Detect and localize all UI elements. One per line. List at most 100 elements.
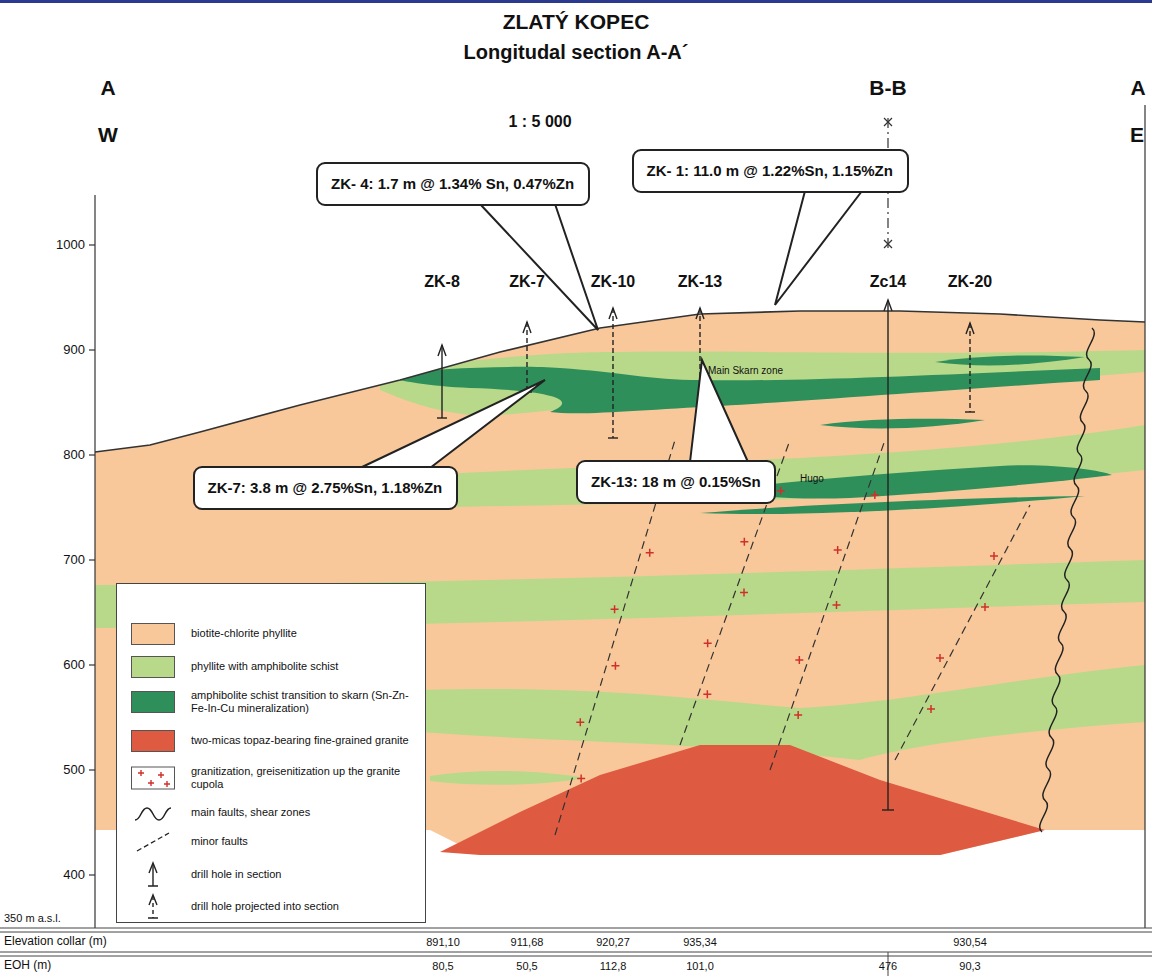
axes [89, 244, 95, 245]
legend-text: granitization, greisenitization up the g… [191, 765, 419, 791]
topography [95, 311, 1145, 452]
minor-faults [555, 440, 1030, 835]
legend-text: drill hole projected into section [191, 900, 419, 913]
table-cell: 101,0 [686, 960, 714, 973]
legend-text: main faults, shear zones [191, 806, 419, 819]
drill-hole-name: Zc14 [870, 273, 906, 291]
table-lines [0, 928, 1152, 929]
drill-holes [437, 417, 447, 418]
table-lines [0, 952, 1152, 953]
drill-hole-name: ZK-13 [678, 273, 722, 291]
granitization-cross [981, 603, 989, 611]
table-cell: 920,27 [596, 936, 630, 949]
section-label: B-B [869, 76, 906, 100]
drill-hole-name: ZK-8 [424, 273, 460, 291]
legend-swatch [131, 691, 175, 713]
axes [89, 349, 95, 350]
section-label: Longitudal section A-A´ [464, 41, 689, 64]
axes [89, 664, 95, 665]
axis-label: 1000 [56, 238, 85, 253]
table-cell: 350 m a.s.l. [4, 912, 61, 925]
axis-label: 500 [63, 763, 85, 778]
granitization-cross [740, 589, 748, 597]
section-label: W [98, 123, 118, 147]
axes [94, 195, 95, 928]
rock-bands [820, 419, 985, 429]
minor-faults [770, 440, 885, 770]
granitization-cross [777, 487, 785, 495]
section-label: Hugo [800, 473, 824, 485]
drill-holes [441, 345, 442, 418]
legend-symbol [131, 860, 175, 890]
legend-swatch [131, 656, 175, 678]
legend-text: biotite-chlorite phyllite [191, 627, 419, 640]
granite-cupola [440, 745, 1045, 855]
callout-text: ZK- 4: 1.7 m @ 1.34% Sn, 0.47%Zn [331, 175, 575, 193]
table-cell: Elevation collar (m) [4, 935, 107, 949]
callout-box: ZK- 4: 1.7 m @ 1.34% Sn, 0.47%Zn [316, 162, 590, 206]
legend-symbol [131, 798, 175, 828]
callout-text: ZK-13: 18 m @ 0.15%Sn [591, 473, 761, 491]
section-line [884, 240, 892, 248]
axis-label: 700 [63, 553, 85, 568]
drill-holes [696, 308, 704, 319]
drill-hole-name: ZK-20 [948, 273, 992, 291]
granitization-cross [577, 775, 585, 783]
legend-swatch [131, 730, 175, 752]
drill-holes [965, 411, 975, 412]
table-cell: 891,10 [426, 936, 460, 949]
legend-symbol [131, 892, 175, 922]
drill-holes [966, 323, 974, 334]
granitization-cross [833, 601, 841, 609]
callout-text: ZK-7: 3.8 m @ 2.75%Sn, 1.18%Zn [208, 479, 443, 497]
top-rule [0, 0, 1152, 3]
callout-tail [480, 204, 598, 330]
section-label: E [1130, 123, 1144, 147]
table-cell: 50,5 [516, 960, 537, 973]
axes [89, 559, 95, 560]
axes [1144, 105, 1145, 928]
rock-bands [935, 355, 1085, 365]
granitization-cross [990, 552, 998, 560]
drill-holes [609, 308, 617, 319]
legend-symbol [131, 763, 175, 793]
legend-swatch [131, 623, 175, 645]
callout-tail [360, 380, 545, 468]
callout-text: ZK- 1: 11.0 m @ 1.22%Sn, 1.15%Zn [647, 162, 894, 180]
granitization-cross [646, 549, 654, 557]
granitization-cross [611, 605, 619, 613]
legend-symbol [131, 827, 175, 857]
legend-box: biotite-chlorite phyllitephyllite with a… [116, 583, 426, 923]
drill-holes [969, 323, 970, 412]
section-label: A [1130, 76, 1145, 100]
granitization-cross [871, 491, 879, 499]
rock-bands [430, 771, 585, 785]
granitization-cross [740, 538, 748, 546]
drill-hole-name: ZK-10 [591, 273, 635, 291]
axes [89, 454, 95, 455]
axes [89, 105, 1145, 928]
granitization-cross [794, 711, 802, 719]
legend-text: drill hole in section [191, 868, 419, 881]
main-fault [1040, 328, 1095, 832]
table-cell: 935,34 [683, 936, 717, 949]
granitization-cross [927, 705, 935, 713]
axes [89, 769, 95, 770]
granitization-cross [704, 639, 712, 647]
callout-box: ZK- 1: 11.0 m @ 1.22%Sn, 1.15%Zn [632, 149, 909, 193]
table-cell: 80,5 [432, 960, 453, 973]
table-cell: EOH (m) [4, 959, 51, 973]
callout-tail [775, 191, 862, 305]
drill-hole-name: ZK-7 [509, 273, 545, 291]
drill-holes [523, 322, 531, 333]
callout-box: ZK-13: 18 m @ 0.15%Sn [576, 460, 776, 504]
axis-label: 400 [63, 868, 85, 883]
granitization-cross [576, 718, 584, 726]
table-lines [0, 928, 1152, 976]
drill-holes [526, 322, 527, 392]
axis-label: 800 [63, 448, 85, 463]
section-line [884, 118, 892, 126]
axis-label: 900 [63, 343, 85, 358]
legend-text: amphibolite schist transition to skarn (… [191, 689, 419, 715]
